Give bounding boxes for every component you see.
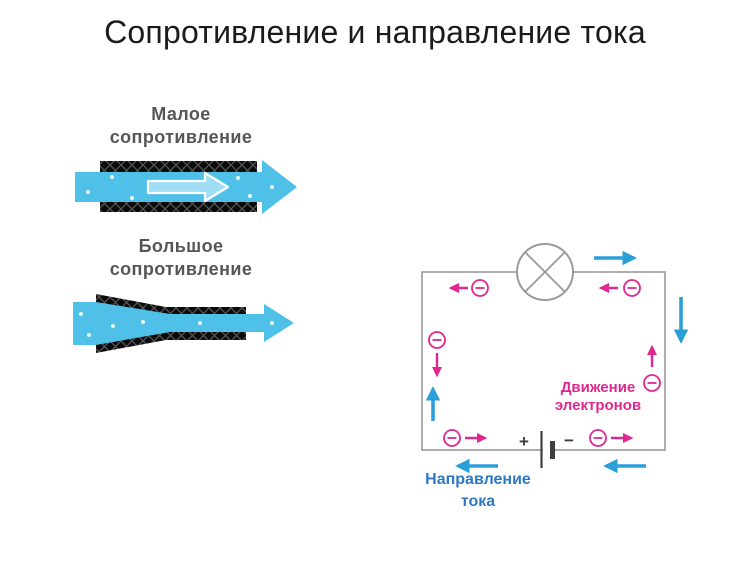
circuit-figure: + − [421, 243, 689, 474]
electron-icon [428, 331, 446, 349]
current-direction-label-line1: Направление [425, 471, 531, 488]
current-flow-arrowhead [262, 160, 297, 214]
small-resistance-label: Малое сопротивление [61, 103, 301, 149]
current-direction-arrows [425, 250, 689, 474]
electron-icon [623, 279, 641, 297]
large-resistance-label: Большое сопротивление [61, 235, 301, 281]
electron-icon [471, 279, 489, 297]
current-direction-label: Направление тока [416, 469, 540, 513]
particle-dots [79, 312, 274, 337]
large-resistance-figure [73, 294, 294, 353]
large-resistance-label-line1: Большое [138, 236, 224, 256]
electron-motion-label-line1: Движение [560, 379, 636, 396]
particle-dots [86, 175, 274, 200]
electron-motion-arrows [431, 282, 658, 444]
battery-minus-sign: − [564, 431, 574, 450]
small-resistance-figure [75, 160, 297, 214]
electron-icon [443, 429, 461, 447]
battery-wire-gap [543, 443, 551, 457]
current-flow-exit [252, 314, 265, 332]
current-flow-entry [73, 302, 99, 345]
current-direction-label-line2: тока [460, 493, 496, 510]
current-flow-channel [96, 302, 252, 345]
small-resistance-label-line2: сопротивление [109, 127, 253, 147]
electron-motion-label: Движение электронов [536, 379, 660, 415]
electron-symbols [428, 279, 661, 447]
battery-plus-sign: + [519, 432, 529, 451]
electron-icon [643, 374, 661, 392]
current-flow-shaft [75, 172, 263, 202]
small-resistance-label-line1: Малое [151, 104, 211, 124]
page-title: Сопротивление и направление тока [104, 14, 646, 50]
flow-direction-arrow-icon [146, 171, 230, 203]
current-flow-exit-arrowhead [264, 304, 294, 342]
electron-icon [589, 429, 607, 447]
large-resistance-label-line2: сопротивление [109, 259, 253, 279]
electron-motion-label-line2: электронов [554, 397, 642, 414]
lamp-cross-line [524, 251, 566, 293]
